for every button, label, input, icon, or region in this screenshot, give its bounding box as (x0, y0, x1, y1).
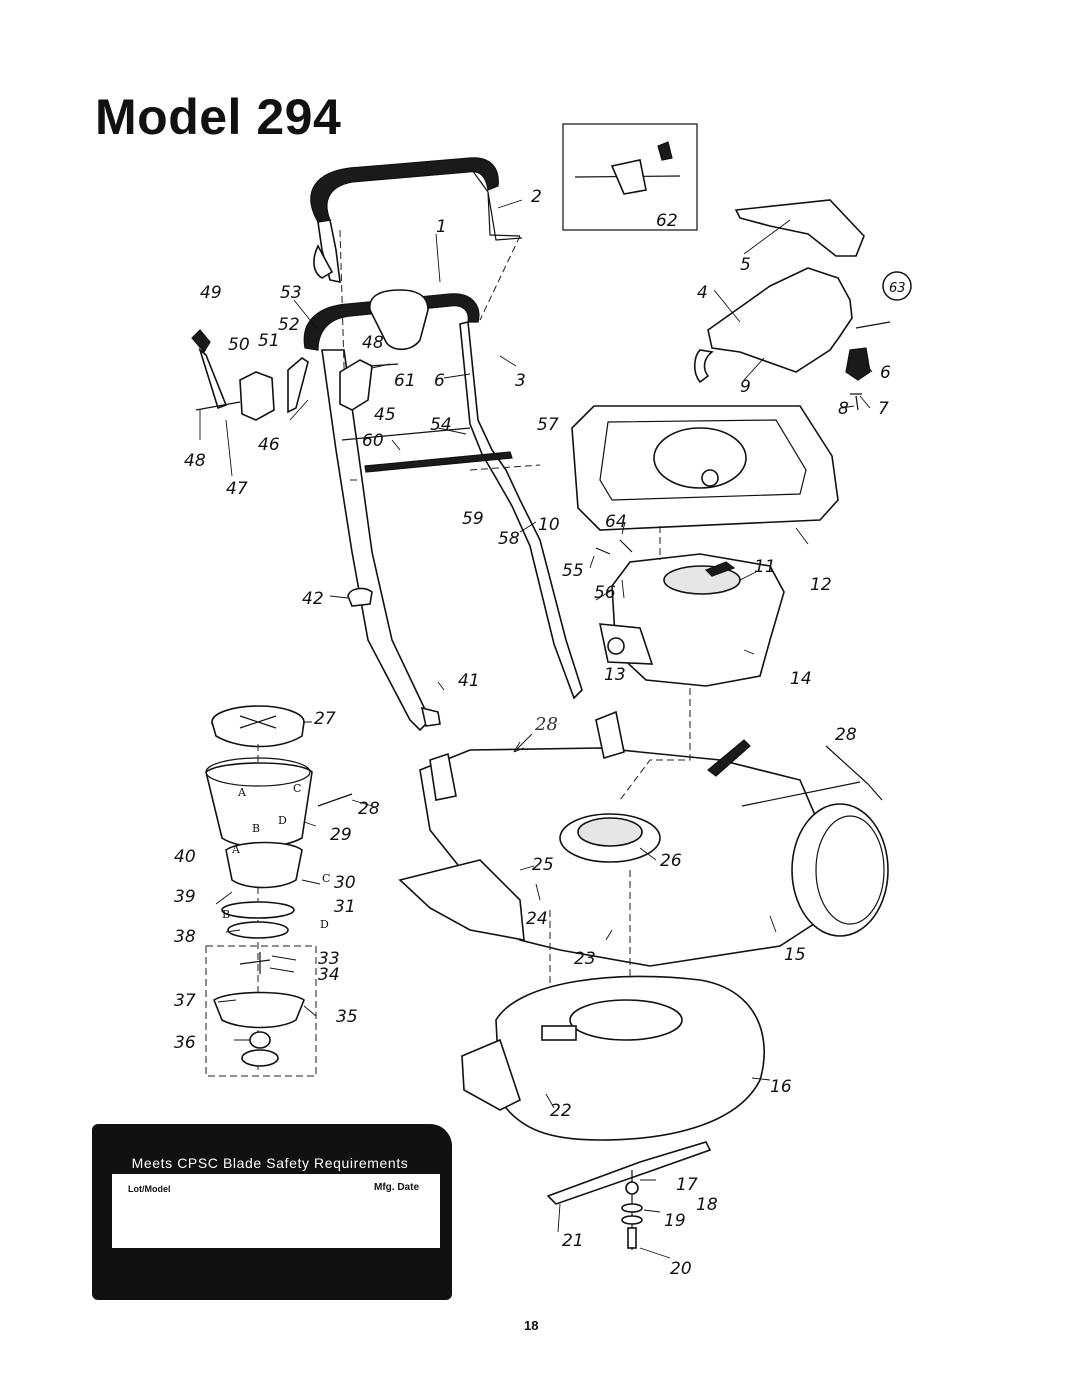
inset-box-62 (562, 123, 698, 231)
lot-model-label: Lot/Model (128, 1184, 171, 1194)
callout: 41 (458, 671, 480, 691)
callout: 31 (334, 897, 356, 917)
callout: 9 (740, 377, 751, 397)
callout: 38 (174, 927, 196, 947)
callout: 46 (258, 435, 280, 455)
mower-deck (398, 710, 889, 967)
letter-marker: A (237, 786, 247, 799)
callout: 56 (594, 583, 616, 603)
callout: 22 (550, 1101, 572, 1121)
callout: 14 (790, 669, 812, 689)
callout: 51 (258, 331, 280, 351)
callout: 5 (740, 255, 751, 275)
blade-housing (461, 975, 765, 1141)
callout: 59 (462, 509, 484, 529)
callout: 64 (605, 512, 627, 532)
engine (595, 539, 785, 687)
callout: 1 (436, 217, 447, 237)
callout: 21 (562, 1231, 584, 1251)
callout: 47 (226, 479, 248, 499)
letter-marker: C (322, 872, 330, 885)
callout: 30 (334, 873, 356, 893)
callout: 61 (394, 371, 416, 391)
callout: 50 (228, 335, 250, 355)
callout: 2 (531, 187, 542, 207)
callout: 37 (174, 991, 196, 1011)
callout: 4 (697, 283, 708, 303)
callout: 35 (336, 1007, 358, 1027)
safety-label-field-area (112, 1174, 440, 1248)
letter-marker: D (320, 918, 329, 931)
callout: 12 (810, 575, 832, 595)
callout: 27 (314, 709, 336, 729)
callout: 10 (538, 515, 560, 535)
callout: 6 (880, 363, 891, 383)
upper-handle (310, 157, 523, 284)
control-parts (191, 329, 441, 727)
callout: 52 (278, 315, 300, 335)
letter-marker: D (278, 814, 287, 827)
callout: 39 (174, 887, 196, 907)
callout: 17 (676, 1175, 698, 1195)
callout: 36 (174, 1033, 196, 1053)
callout: 49 (200, 283, 222, 303)
safety-label-heading: Meets CPSC Blade Safety Requirements (131, 1155, 409, 1171)
callout: 53 (280, 283, 302, 303)
callout: 15 (784, 945, 806, 965)
callout: 16 (770, 1077, 792, 1097)
letter-marker: B (252, 822, 260, 835)
letter-marker: B (222, 908, 230, 921)
callout: 54 (430, 415, 452, 435)
callout: 58 (498, 529, 520, 549)
callout: 23 (574, 949, 596, 969)
callout: 60 (362, 431, 384, 451)
callout: 42 (302, 589, 324, 609)
handwritten-note: 28 (534, 714, 558, 735)
page-title: Model 294 (95, 89, 342, 145)
callout: 45 (374, 405, 396, 425)
callout: 62 (656, 211, 678, 231)
callout: 24 (526, 909, 548, 929)
lower-handle (303, 289, 583, 732)
callout: 6 (434, 371, 445, 391)
callout: 26 (660, 851, 682, 871)
callout: 25 (532, 855, 554, 875)
letter-marker: A (231, 843, 241, 856)
letter-marker: C (293, 782, 301, 795)
callout: 11 (754, 557, 776, 577)
blade (546, 1141, 712, 1250)
callout: 18 (696, 1195, 718, 1215)
callout: 40 (174, 847, 196, 867)
callout: 20 (670, 1259, 692, 1279)
callout: 63 (889, 281, 906, 296)
callout: 7 (878, 399, 889, 419)
callout: 28 (358, 799, 380, 819)
page-number: 18 (524, 1318, 539, 1333)
mfg-date-label: Mfg. Date (374, 1182, 419, 1193)
bracket-parts (693, 199, 912, 411)
callout: 13 (604, 665, 626, 685)
engine-cover (571, 405, 839, 531)
callout: 19 (664, 1211, 686, 1231)
callout: 34 (318, 965, 340, 985)
callout: 3 (515, 371, 526, 391)
callout: 8 (838, 399, 849, 419)
callout: 48 (362, 333, 384, 353)
callout: 33 (318, 949, 340, 969)
callout: 28 (835, 725, 857, 745)
callout: 29 (330, 825, 352, 845)
adapter-parts (205, 705, 317, 1077)
callout: 57 (537, 415, 559, 435)
callout: 55 (562, 561, 584, 581)
callout: 48 (184, 451, 206, 471)
